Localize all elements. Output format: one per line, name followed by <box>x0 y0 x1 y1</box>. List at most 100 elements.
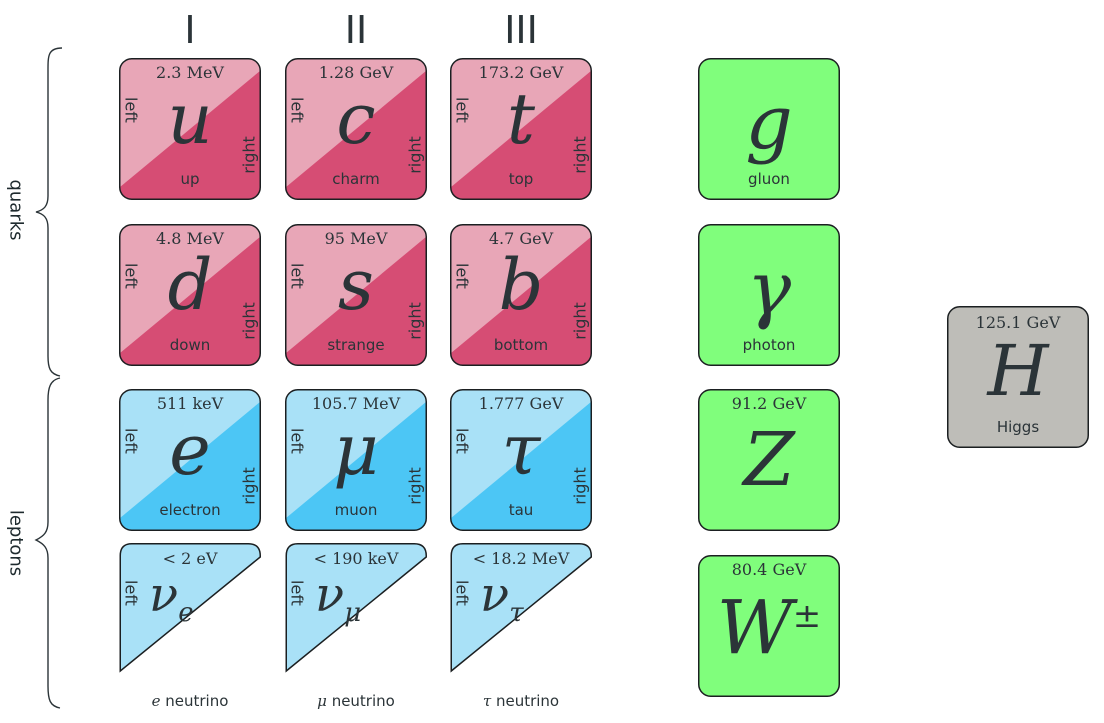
neutrino-subscript: e <box>178 598 194 628</box>
lepton-muon-symbol: μ <box>333 409 379 491</box>
neutrino-card-bg <box>119 543 261 673</box>
lepton-muon-mass: 105.7 MeV <box>311 394 401 413</box>
neutrino-word: neutrino <box>331 692 395 710</box>
neutrino-word: neutrino <box>495 692 560 710</box>
w-charge-superscript: ± <box>792 596 822 636</box>
quark-strange-name: strange <box>327 336 385 354</box>
neutrino-left-label: left <box>285 573 309 613</box>
boson-mass: 80.4 GeV <box>731 560 807 579</box>
boson-gluon-card: g gluon <box>698 58 840 200</box>
neutrino-card-bg <box>450 543 592 673</box>
quark-up-card-bg <box>119 58 261 200</box>
left-chirality-text: left <box>287 580 307 606</box>
boson-symbol: γ <box>746 246 792 332</box>
quark-charm-card-bg <box>285 58 427 200</box>
neutrino-left-label: left <box>450 573 474 613</box>
neutrino-3-name: τ neutrino <box>450 692 592 710</box>
neutrino-mass: < 190 keV <box>313 549 399 568</box>
boson-name: gluon <box>748 170 790 188</box>
lepton-tau-name: tau <box>508 501 534 519</box>
quark-charm-mass: 1.28 GeV <box>318 63 394 82</box>
quark-up-name: up <box>180 170 200 188</box>
generation-1-label: I <box>184 8 196 52</box>
boson-card-bg <box>698 555 840 697</box>
neutrino-mass: < 18.2 MeV <box>472 549 570 568</box>
boson-W±-card: 80.4 GeV W± <box>698 555 840 697</box>
quark-strange-card-bg <box>285 224 427 366</box>
quark-top-symbol: t <box>506 78 536 160</box>
boson-Z-card: 91.2 GeV Z <box>698 389 840 531</box>
higgs-name: Higgs <box>996 418 1040 436</box>
quarks-label: quarks <box>5 179 27 241</box>
quark-down-card-bg <box>119 224 261 366</box>
boson-card-bg <box>698 389 840 531</box>
quark-up-symbol: u <box>167 78 213 160</box>
lepton-tau-mass: 1.777 GeV <box>478 394 564 413</box>
boson-name: photon <box>742 336 796 354</box>
neutrino-word: neutrino <box>165 692 229 710</box>
quarks-brace <box>34 47 63 709</box>
lepton-electron-name: electron <box>159 501 221 519</box>
neutrino-1-name: e neutrino <box>119 692 261 710</box>
higgs-card-bg <box>947 306 1089 448</box>
neutrino-subscript: τ <box>509 598 524 628</box>
neutrino-left-label: left <box>119 573 143 613</box>
boson-symbol: W± <box>716 585 822 671</box>
generation-2-label: II <box>344 8 368 52</box>
quark-down-name: down <box>169 336 211 354</box>
quark-bottom-mass: 4.7 GeV <box>488 229 554 248</box>
lepton-electron-mass: 511 keV <box>156 394 224 413</box>
lepton-electron-symbol: e <box>169 409 211 491</box>
quark-strange-symbol: s <box>338 244 374 326</box>
left-chirality-text: left <box>452 580 472 606</box>
quark-charm-symbol: c <box>336 78 376 160</box>
quark-bottom-card-bg <box>450 224 592 366</box>
boson-mass: 91.2 GeV <box>731 394 807 413</box>
quark-charm-name: charm <box>332 170 380 188</box>
neutrino-card-bg <box>285 543 427 673</box>
boson-photon-card: γ photon <box>698 224 840 366</box>
lepton-muon-card-bg <box>285 389 427 531</box>
lepton-electron-card-bg <box>119 389 261 531</box>
quark-top-card-bg <box>450 58 592 200</box>
neutrino-mass: < 2 eV <box>162 549 218 568</box>
neutrino-2-name: μ neutrino <box>285 692 427 710</box>
higgs-card: 125.1 GeV H Higgs <box>947 306 1089 448</box>
quark-top-mass: 173.2 GeV <box>478 63 564 82</box>
neutrino-symbol: νμ <box>315 567 362 628</box>
neutrino-flavor: μ <box>317 692 327 710</box>
quark-strange-mass: 95 MeV <box>324 229 388 248</box>
neutrino-flavor: e <box>151 692 161 710</box>
lepton-tau-symbol: τ <box>501 409 541 491</box>
quark-top-name: top <box>508 170 534 188</box>
quark-bottom-name: bottom <box>493 336 549 354</box>
left-chirality-text: left <box>121 580 141 606</box>
neutrino-symbol: νe <box>149 567 194 628</box>
generation-3-label: III <box>504 8 538 52</box>
neutrino-subscript: μ <box>344 598 362 628</box>
lepton-tau-card-bg <box>450 389 592 531</box>
quark-up-mass: 2.3 MeV <box>156 63 224 82</box>
quark-down-mass: 4.8 MeV <box>156 229 224 248</box>
neutrino-flavor: τ <box>482 692 492 710</box>
boson-card-bg <box>698 58 840 200</box>
boson-card-bg <box>698 224 840 366</box>
quark-down-symbol: d <box>167 244 213 326</box>
neutrino-symbol: ντ <box>480 567 524 628</box>
higgs-symbol: H <box>987 330 1049 412</box>
boson-symbol: Z <box>743 417 795 503</box>
quark-bottom-symbol: b <box>498 244 544 326</box>
lepton-muon-name: muon <box>334 501 378 519</box>
boson-symbol: g <box>745 80 793 166</box>
